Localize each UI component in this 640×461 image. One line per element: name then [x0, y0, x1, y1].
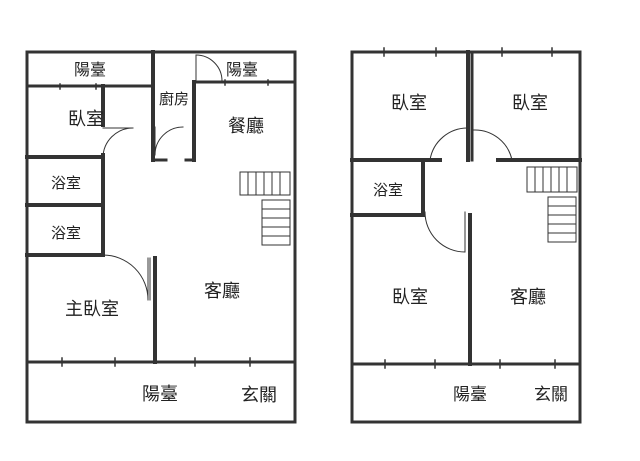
room-label-bedroom-bottom: 臥室	[392, 287, 428, 308]
room-label-living: 客廳	[204, 281, 240, 302]
room-label-dining: 餐廳	[228, 116, 264, 137]
right-floor-plan	[350, 47, 582, 424]
room-label-bath-1: 浴室	[51, 174, 81, 192]
room-label-bedroom-top-right: 臥室	[512, 93, 548, 114]
room-label-balcony-top-right: 陽臺	[226, 60, 258, 79]
room-label-entrance-right: 玄關	[534, 385, 568, 405]
room-label-master-bedroom: 主臥室	[65, 299, 119, 320]
room-label-balcony-bottom: 陽臺	[142, 384, 178, 405]
room-label-bedroom: 臥室	[68, 109, 104, 130]
room-label-bath-2: 浴室	[51, 224, 81, 242]
left-outer-wall	[25, 50, 297, 424]
room-label-bedroom-top-left: 臥室	[391, 93, 427, 114]
left-floor-plan	[25, 50, 297, 424]
room-label-living-right: 客廳	[510, 287, 546, 308]
room-label-kitchen: 廚房	[159, 90, 189, 108]
room-label-bath: 浴室	[373, 181, 403, 199]
room-label-entrance: 玄關	[241, 385, 277, 406]
room-label-balcony-bottom-right: 陽臺	[453, 385, 487, 405]
room-label-balcony-top-left: 陽臺	[74, 60, 106, 79]
